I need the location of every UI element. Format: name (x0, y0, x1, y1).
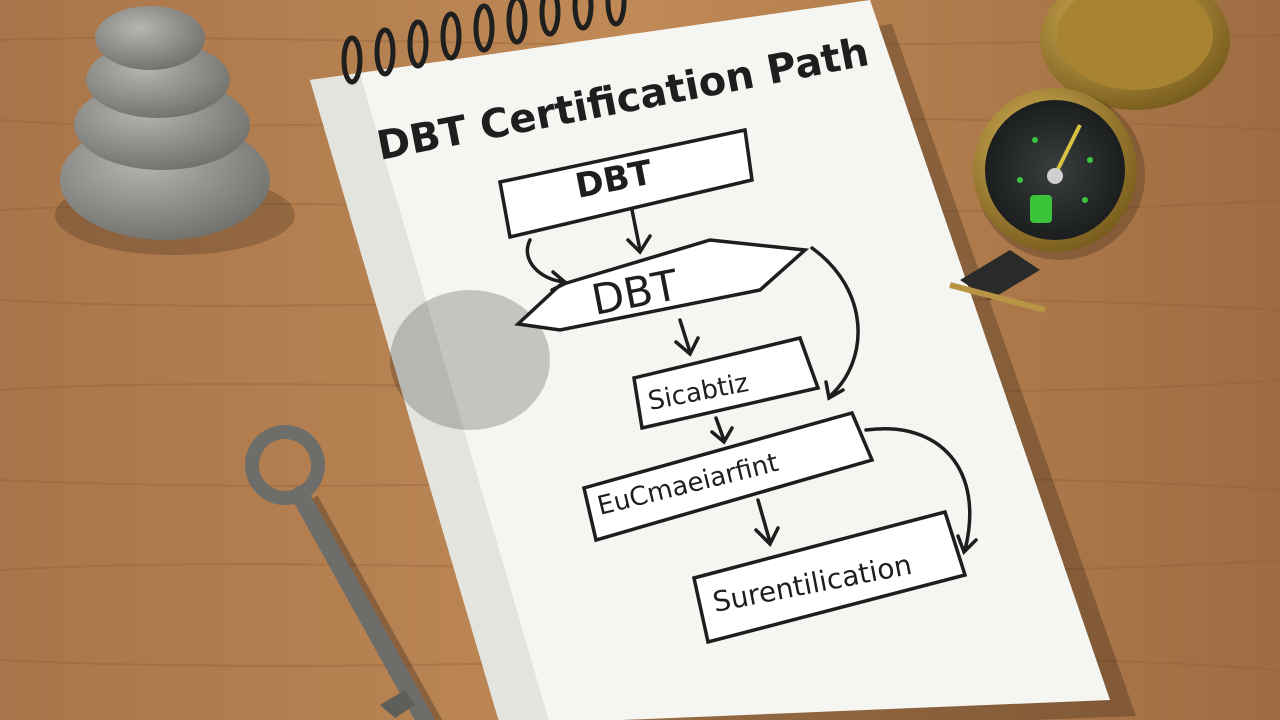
spiral-binding-icon (341, 0, 627, 85)
step-box-3 (581, 410, 875, 543)
stone-stack-icon (55, 6, 295, 255)
hand-shadow (390, 290, 550, 430)
arrow-box2-to-box3 (710, 416, 734, 445)
arrow-loop-left (525, 238, 570, 292)
arrow-loop-bottom (864, 427, 978, 556)
step-box-4 (691, 509, 968, 645)
step-box-2 (632, 335, 821, 431)
compass-icon (949, 0, 1230, 313)
arrow-hex-to-box2 (674, 318, 700, 357)
arrow-top-to-hex (626, 208, 652, 255)
arrow-loop-right (810, 246, 860, 401)
flowchart: DBT DBT Sicabtiz EuCmaeiarfint Surentili… (497, 127, 978, 645)
key-icon (245, 425, 443, 720)
step-box-top (497, 127, 754, 240)
arrow-box3-to-box4 (754, 498, 780, 547)
